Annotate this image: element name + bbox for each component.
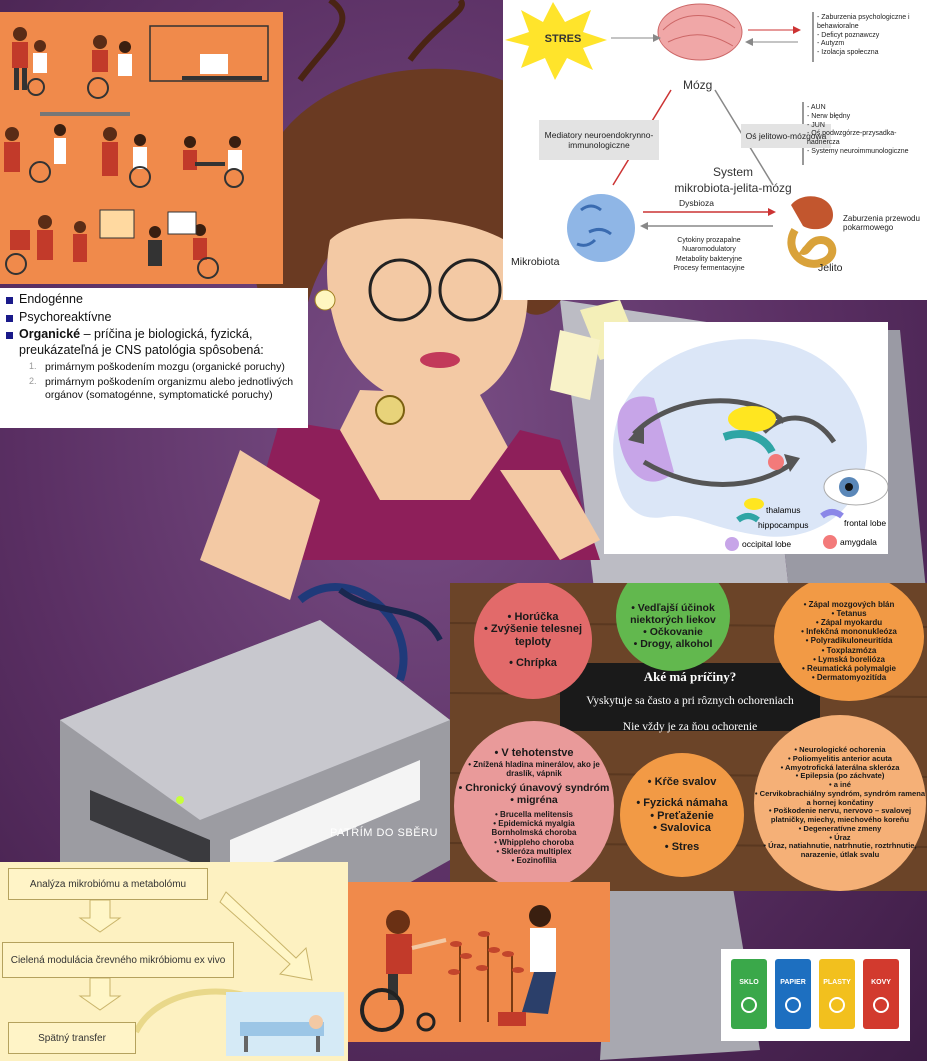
cause-circle-fever: • Horúčka• Zvýšenie telesnej teploty• Ch… <box>474 583 592 699</box>
glasses-right <box>438 258 502 322</box>
causes-line1: Vyskytuje sa často a pri rôznych ochoren… <box>586 695 794 707</box>
flow-step-analysis: Analýza mikrobiómu a metabolómu <box>8 868 208 900</box>
os-box: Oś jelitowo-mózgowa <box>741 124 831 148</box>
hippocampus-label: hippocampus <box>758 520 809 530</box>
frontal-lobe-label: frontal lobe <box>844 518 887 528</box>
flow-step-transfer: Spätný transfer <box>8 1022 136 1054</box>
top-shape <box>240 420 600 560</box>
liver-icon <box>791 196 833 230</box>
gut-brain-axis-diagram: STRES Mózg Mediatory neuroendokrynno-imm… <box>503 0 927 300</box>
intestine-icon <box>787 227 837 268</box>
mozg-label: Mózg <box>683 78 713 92</box>
cause-circle-pregnancy: • V tehotenstve• Znížená hladina minerál… <box>454 721 614 891</box>
mikrobiota-label: Mikrobiota <box>511 256 560 268</box>
bin-plasty-label: PLASTY <box>823 979 851 986</box>
microbiota-icon <box>567 194 635 262</box>
causes-line2: Nie vždy je za ňou ochorenie <box>622 721 758 733</box>
cause-circle-neurological: • Neurologické ochorenia• Poliomyelitis … <box>754 715 926 891</box>
list-item-organicke: Organické – príčina je biologická, fyzic… <box>6 327 302 402</box>
cause-circle-drugs: • Vedľajší účinok niektorých liekov• Očk… <box>616 583 730 671</box>
causes-text-panel: Endogénne Psychoreaktívne Organické – pr… <box>0 288 308 428</box>
care-illustration <box>4 25 269 279</box>
bin-plasty-icon <box>819 959 855 1029</box>
cause-circle-infections: • Zápal mozgových blán• Tetanus• Zápal m… <box>774 583 924 701</box>
thalamus-label: thalamus <box>766 505 801 515</box>
effects-list: - Zaburzenia psychologiczne i behawioral… <box>817 14 910 56</box>
garden-illustration-card <box>348 882 610 1042</box>
occipital-lobe-label: occipital lobe <box>742 539 792 549</box>
brain-regions-card: thalamus hippocampus frontal lobe occipi… <box>604 322 888 554</box>
bin-papier-label: PAPIER <box>780 979 806 986</box>
sublist-item: 2.primárnym poškodením organizmu alebo j… <box>29 375 294 401</box>
hair-shape <box>250 68 585 360</box>
category-list: Endogénne Psychoreaktívne Organické – pr… <box>6 292 302 402</box>
organicke-sublist: 1.primárnym poškodením mozgu (organické … <box>29 361 302 402</box>
recycling-bins-card: SKLO PAPIER PLASTY KOVY <box>721 949 910 1041</box>
bin-kovy-icon <box>863 959 899 1029</box>
brain-icon <box>657 3 743 61</box>
bin-kovy-label: KOVY <box>871 979 891 986</box>
mediatory-box: Mediatory neuroendokrynno-immunologiczne <box>539 120 659 160</box>
list-item-endogenne: Endogénne <box>6 292 302 308</box>
stres-label: STRES <box>544 33 582 45</box>
microbiome-flow-card: Analýza mikrobiómu a metabolómu Cielená … <box>0 862 348 1061</box>
zaburzenia-label: Zaburzenia przewodu pokarmowego <box>843 214 920 233</box>
bin-sklo-label: SKLO <box>739 979 759 986</box>
glasses-left <box>368 258 432 322</box>
jelito-label: Jelito <box>818 262 843 274</box>
causes-question: Aké má príčiny? <box>643 669 737 684</box>
causes-infographic: • Horúčka• Zvýšenie telesnej teploty• Ch… <box>450 583 927 891</box>
care-illustration-card <box>0 12 283 284</box>
list-item-psychoreaktivne: Psychoreaktívne <box>6 310 302 326</box>
pathways-list: - AUN- Nerw błędny- JUN- Oś podwzgórze-p… <box>807 104 909 155</box>
face-shape <box>327 218 528 407</box>
flow-step-modulation: Cielená modulácia črevného mikróbiomu ex… <box>2 942 234 978</box>
bin-sklo-icon <box>731 959 767 1029</box>
garden-illustration <box>360 905 556 1032</box>
dysbioza-label: Dysbioza <box>679 198 714 208</box>
bin-papier-icon <box>775 959 811 1029</box>
stress-star <box>505 2 607 80</box>
sublist-item: 1.primárnym poškodením mozgu (organické … <box>29 360 285 373</box>
printer-label: PATŘÍM DO SBĚRU <box>330 826 438 839</box>
amygdala-label: amygdala <box>840 537 877 547</box>
cause-circle-muscle: • Kŕče svalov• Fyzická námaha• Preťaženi… <box>620 753 744 877</box>
